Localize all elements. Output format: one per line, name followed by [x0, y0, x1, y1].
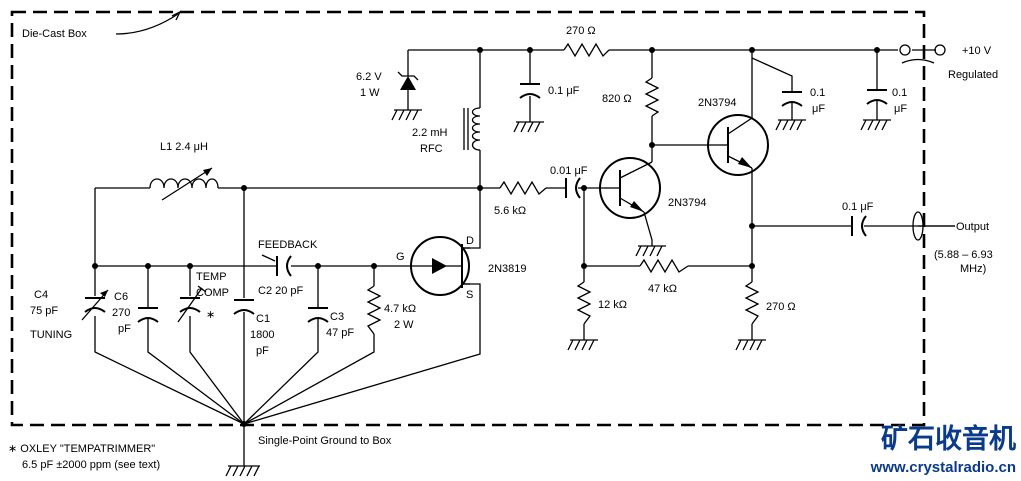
r270-top-label: 270 Ω [566, 25, 596, 37]
output-unit-label: MHz) [960, 263, 986, 275]
r12k-label: 12 kΩ [598, 299, 627, 311]
c3-label-1: C3 [330, 311, 344, 323]
capacitor-c3 [307, 307, 329, 323]
q2-label: 2N3794 [668, 197, 707, 209]
capacitor-output-coupling [851, 215, 867, 237]
resistor-12k [576, 281, 592, 325]
capacitor-c4-tuning [81, 289, 109, 321]
capacitor-c001-coupling [565, 177, 581, 199]
c6-label-1: C6 [114, 291, 128, 303]
c1-label-3: pF [256, 345, 269, 357]
r4k7-label-2: 2 W [394, 319, 414, 331]
jfet-source-label: S [466, 289, 473, 301]
c1-label-2: 1800 [250, 329, 274, 341]
resistor-270-bottom [744, 281, 760, 325]
jfet-2n3819 [410, 236, 470, 296]
resistor-5k6 [499, 180, 547, 196]
l1-label: L1 2.4 μH [160, 141, 208, 153]
temp-label-1: TEMP [196, 271, 227, 283]
c2-label: C2 20 pF [258, 285, 304, 297]
wires [94, 49, 955, 466]
jfet-gate-label: G [396, 251, 405, 263]
watermark-url: www.crystalradio.cn [870, 459, 1016, 476]
rfc-label-2: RFC [420, 143, 443, 155]
rfc-label-1: 2.2 mH [412, 127, 448, 139]
output-cap-label: 0.1 μF [842, 201, 874, 213]
c6-label-2: 270 [112, 307, 130, 319]
q3-label: 2N3794 [698, 97, 737, 109]
c01-supply-label-2: μF [894, 103, 907, 115]
capacitor-c6 [137, 307, 159, 323]
output-range-label: (5.88 – 6.93 [934, 249, 993, 261]
transistor-q2-2n3794 [599, 157, 661, 219]
inductor-rfc [463, 107, 481, 151]
temp-label-2: COMP [196, 287, 229, 299]
c01-q3-label-1: 0.1 [810, 87, 825, 99]
output-connector [912, 211, 955, 241]
r4k7-label-1: 4.7 kΩ [384, 303, 416, 315]
ground-symbols [225, 109, 891, 477]
c01-decoupler-label: 0.1 μF [548, 85, 580, 97]
box-label-arrow [115, 13, 179, 35]
resistor-270-top [563, 42, 610, 58]
inductor-l1 [149, 167, 219, 201]
resistor-4k7 [366, 285, 382, 335]
capacitor-supply-feedthrough [899, 44, 946, 64]
r270-bottom-label: 270 Ω [766, 301, 796, 313]
ground-label: Single-Point Ground to Box [258, 435, 392, 447]
capacitor-temp-comp-trimmer [177, 285, 207, 323]
capacitor-c2-feedback [261, 254, 292, 277]
c4-label-3: TUNING [30, 329, 72, 341]
c3-label-2: 47 pF [326, 327, 354, 339]
output-label: Output [956, 221, 989, 233]
capacitor-c1 [233, 299, 255, 315]
c1-label-1: C1 [256, 313, 270, 325]
footnote-line-1: ∗ OXLEY "TEMPATRIMMER" [8, 443, 155, 455]
zener-diode [397, 60, 419, 110]
c6-label-3: pF [118, 323, 131, 335]
capacitor-c01-q3 [781, 91, 803, 107]
zener-label-2: 1 W [360, 87, 380, 99]
c001-label: 0.01 μF [550, 165, 588, 177]
transistor-q3-2n3794 [707, 114, 769, 176]
resistor-820 [644, 77, 660, 117]
c4-label-2: 75 pF [30, 305, 58, 317]
supply-label: +10 V [962, 45, 992, 57]
box-label: Die-Cast Box [22, 28, 87, 40]
zener-label-1: 6.2 V [356, 71, 382, 83]
c01-q3-label-2: μF [812, 103, 825, 115]
c4-label-1: C4 [34, 289, 48, 301]
supply-sub-label: Regulated [948, 69, 998, 81]
feedback-label: FEEDBACK [258, 239, 318, 251]
die-cast-box-outline [10, 10, 926, 427]
jfet-drain-label: D [466, 235, 474, 247]
junction-dots [92, 47, 880, 427]
jfet-label: 2N3819 [488, 263, 527, 275]
watermark-title: 矿石收音机 [881, 423, 1016, 455]
resistor-47k [639, 258, 689, 274]
temp-star: ∗ [206, 309, 215, 321]
c01-supply-label-1: 0.1 [892, 87, 907, 99]
capacitor-c01-supply [866, 89, 888, 105]
footnote-line-2: 6.5 pF ±2000 ppm (see text) [22, 459, 160, 471]
r47k-label: 47 kΩ [648, 283, 677, 295]
box-label-arrowhead [171, 10, 182, 21]
r820-label: 820 Ω [602, 93, 632, 105]
capacitor-c01-decoupler [519, 83, 541, 99]
r5k6-label: 5.6 kΩ [494, 205, 526, 217]
